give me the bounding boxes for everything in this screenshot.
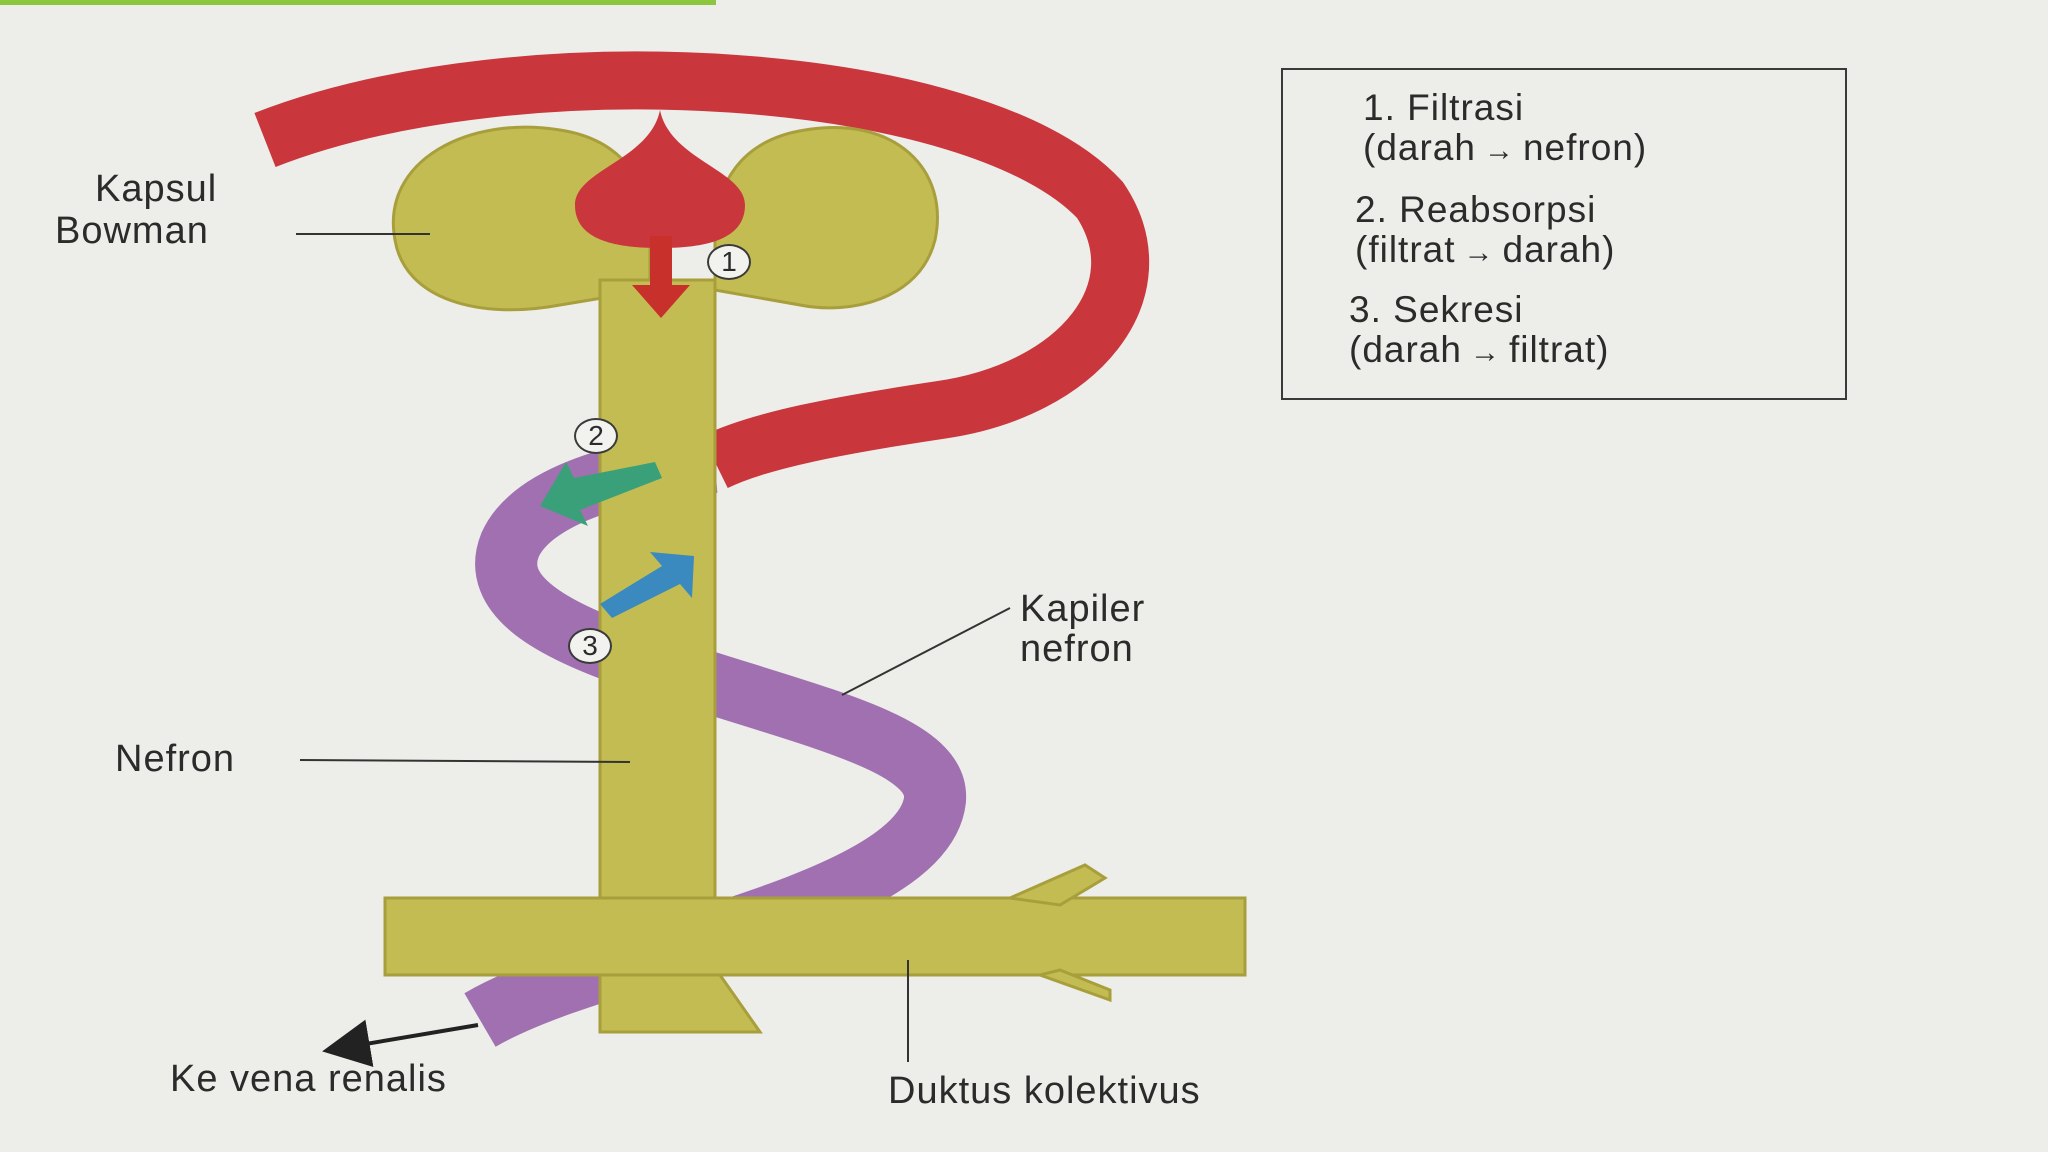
legend-reabsorption-from: (filtrat <box>1355 229 1456 270</box>
nefron-label: Nefron <box>115 738 236 780</box>
duktus-kolektivus-label: Duktus kolektivus <box>888 1070 1201 1112</box>
legend-reabsorption: 2. Reabsorpsi (filtrat→darah) <box>1355 190 1615 273</box>
legend-reabsorption-to: darah) <box>1502 229 1616 270</box>
legend-reabsorption-direction: (filtrat→darah) <box>1355 230 1615 273</box>
kapsul-bowman-label-line2: Bowman <box>55 210 209 252</box>
marker-filtration: 1 <box>707 244 751 280</box>
legend-secretion-title: 3. Sekresi <box>1349 289 1524 330</box>
nefron-leader <box>299 759 631 763</box>
legend-secretion: 3. Sekresi (darah→filtrat) <box>1349 290 1609 373</box>
legend-box: 1. Filtrasi (darah→nefron) 2. Reabsorpsi… <box>1281 68 1847 400</box>
kapiler-nefron-label-line2: nefron <box>1020 628 1134 670</box>
collecting-duct-branch-bottom <box>1034 968 1112 1003</box>
legend-secretion-direction: (darah→filtrat) <box>1349 330 1609 373</box>
legend-secretion-arrow: → <box>1469 336 1501 369</box>
legend-reabsorption-arrow: → <box>1463 236 1495 269</box>
ke-vena-renalis-label: Ke vena renalis <box>170 1058 447 1100</box>
renal-artery <box>254 51 1149 489</box>
accent-bar <box>0 0 716 5</box>
reabsorption-arrow <box>540 462 662 526</box>
filtration-arrow <box>632 236 690 318</box>
legend-filtration: 1. Filtrasi (darah→nefron) <box>1363 88 1647 171</box>
glomerulus <box>575 110 745 248</box>
kapiler-nefron-label-line1: Kapiler <box>1020 588 1146 630</box>
ke-vena-renalis-arrow <box>322 1019 479 1068</box>
legend-filtration-to: nefron) <box>1522 127 1648 168</box>
legend-reabsorption-title: 2. Reabsorpsi <box>1355 189 1597 230</box>
legend-filtration-arrow: → <box>1483 134 1515 167</box>
kapsul-bowman-label-line1: Kapsul <box>95 168 218 210</box>
collecting-duct-outlet <box>598 973 763 1034</box>
legend-filtration-direction: (darah→nefron) <box>1363 128 1647 171</box>
marker-secretion: 3 <box>568 628 612 664</box>
legend-secretion-from: (darah <box>1349 329 1462 370</box>
secretion-arrow <box>600 552 694 618</box>
legend-filtration-from: (darah <box>1363 127 1476 168</box>
marker-reabsorption: 2 <box>574 418 618 454</box>
legend-secretion-to: filtrat) <box>1508 329 1610 370</box>
kapiler-nefron-leader <box>841 607 1011 696</box>
legend-filtration-title: 1. Filtrasi <box>1363 87 1525 128</box>
collecting-duct-branch-top <box>1004 863 1108 907</box>
collecting-duct <box>383 896 1247 977</box>
